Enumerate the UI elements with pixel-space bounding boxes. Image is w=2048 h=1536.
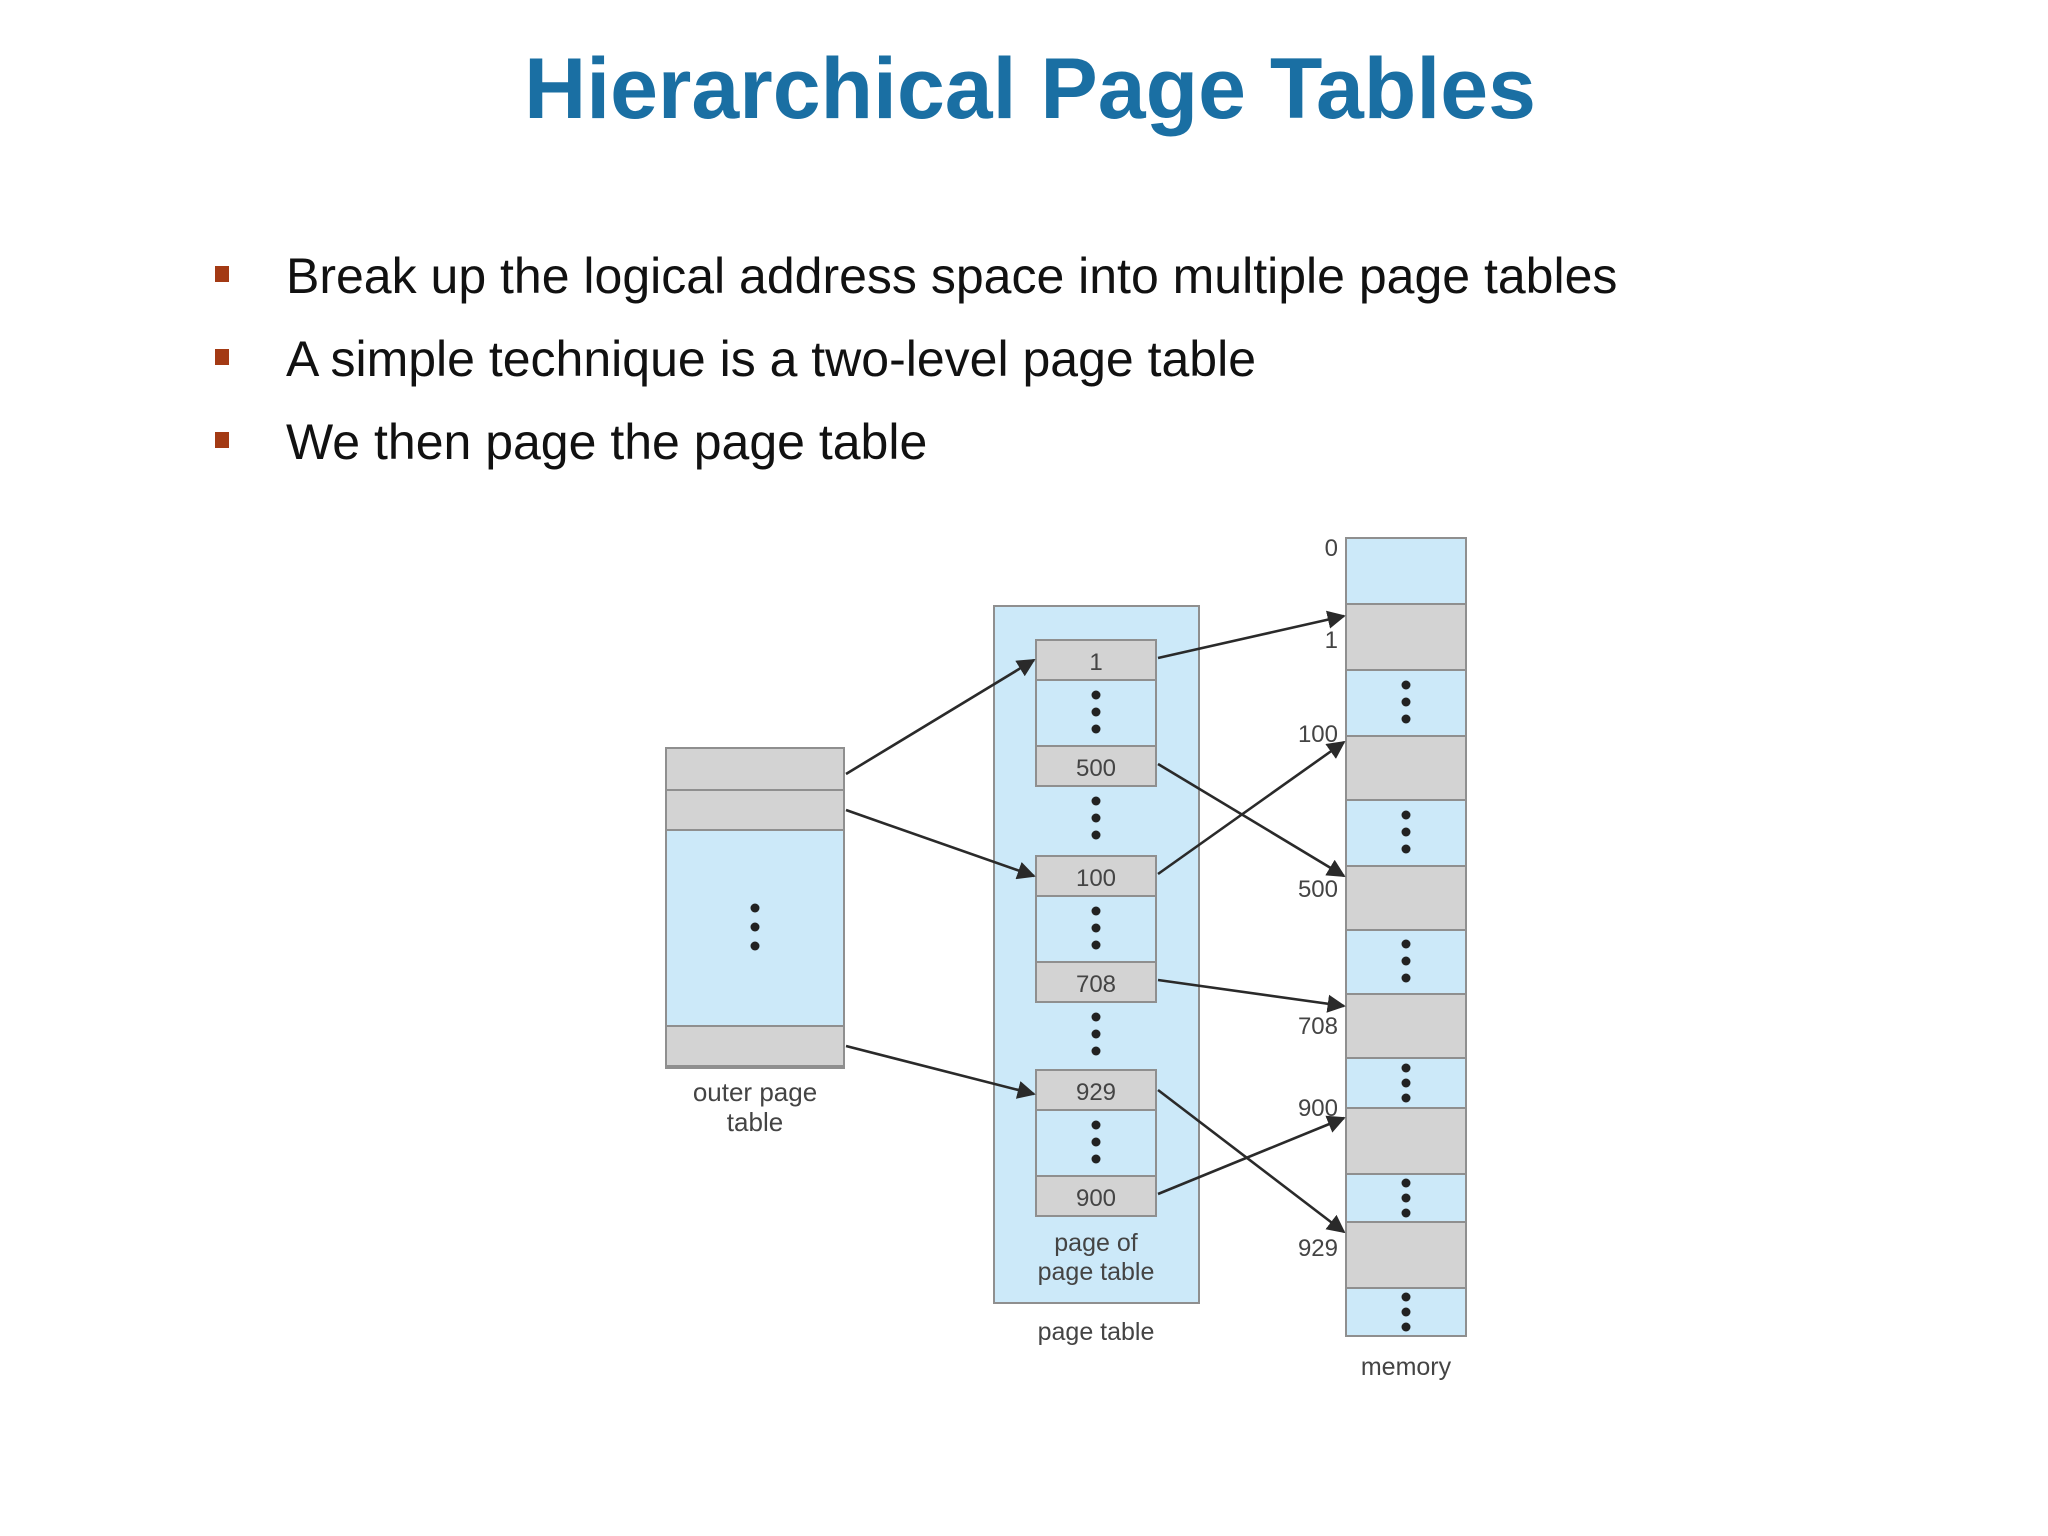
arrow-929-to-frame-929: [1157, 1088, 1346, 1234]
bullet-text: We then page the page table: [286, 414, 928, 470]
memory-frame-1: [1345, 603, 1467, 671]
outer-entry-2: [665, 789, 845, 831]
arrow-outer-to-page2: [845, 808, 1036, 880]
bullet-item: A simple technique is a two-level page t…: [208, 329, 1617, 412]
arrow-500-to-frame-500: [1157, 762, 1346, 878]
bullet-list: Break up the logical address space into …: [208, 246, 1617, 495]
inner-entry-value: 100: [1076, 865, 1116, 892]
outer-page-table-label-line2: table: [727, 1107, 783, 1137]
inner-entry-value: 1: [1089, 649, 1102, 676]
arrow-outer-to-page3: [845, 1044, 1036, 1099]
ellipsis-icon: [1401, 1178, 1411, 1218]
ellipsis-icon: [1091, 796, 1101, 840]
arrow-900-to-frame-900: [1157, 1115, 1346, 1196]
arrow-outer-to-page1: [845, 658, 1036, 776]
inner-page-3: [1035, 1069, 1157, 1217]
memory-frame-label: 100: [1298, 721, 1338, 748]
bullet-item: We then page the page table: [208, 412, 1617, 495]
bullet-text: Break up the logical address space into …: [286, 248, 1618, 304]
arrow-100-to-frame-100: [1157, 740, 1346, 876]
memory-frame-label: 0: [1325, 535, 1338, 562]
memory-frame-708: [1345, 993, 1467, 1059]
memory-label: memory: [1361, 1353, 1452, 1381]
memory-column: [1345, 537, 1467, 1337]
arrow-1-to-frame-1: [1157, 610, 1346, 660]
memory-frame-label: 500: [1298, 876, 1338, 903]
bullet-square-icon: [215, 432, 229, 448]
arrow-708-to-frame-708: [1157, 978, 1346, 1013]
ellipsis-icon: [1401, 939, 1411, 983]
bullet-item: Break up the logical address space into …: [208, 246, 1617, 329]
ellipsis-icon: [1091, 1120, 1101, 1164]
memory-frame-900: [1345, 1107, 1467, 1175]
bullet-square-icon: [215, 266, 229, 282]
arrows: [845, 610, 1346, 1234]
memory-frame-label: 1: [1325, 627, 1338, 654]
inner-page-2: [1035, 855, 1157, 1003]
outer-page-table: [665, 747, 845, 1069]
memory-frame-label: 929: [1298, 1235, 1338, 1262]
slide-title: Hierarchical Page Tables: [524, 41, 1536, 137]
bullet-text: A simple technique is a two-level page t…: [286, 331, 1257, 387]
memory-frame-label: 900: [1298, 1095, 1338, 1122]
outer-entry-last: [665, 1025, 845, 1067]
page-of-page-table-label-line1: page of: [1054, 1229, 1137, 1257]
bullet-square-icon: [215, 349, 229, 365]
memory-frame-100: [1345, 735, 1467, 801]
ellipsis-icon: [1091, 690, 1101, 734]
memory-frame-label: 708: [1298, 1013, 1338, 1040]
inner-entry-value: 929: [1076, 1079, 1116, 1106]
memory-frame-500: [1345, 865, 1467, 931]
ellipsis-icon: [1401, 810, 1411, 854]
ellipsis-icon: [1091, 1012, 1101, 1056]
outer-entry-1: [665, 747, 845, 791]
ellipsis-icon: [1401, 680, 1411, 724]
inner-page-1: [1035, 639, 1157, 787]
ellipsis-icon: [1091, 906, 1101, 950]
memory-frame-929: [1345, 1221, 1467, 1289]
inner-entry-value: 500: [1076, 755, 1116, 782]
ellipsis-icon: [750, 903, 760, 951]
ellipsis-icon: [1401, 1063, 1411, 1103]
inner-entry-value: 708: [1076, 971, 1116, 998]
inner-entry-value: 900: [1076, 1185, 1116, 1212]
ellipsis-icon: [1401, 1292, 1411, 1332]
outer-page-table-label-line1: outer page: [693, 1077, 817, 1107]
page-of-page-table-label-line2: page table: [1038, 1258, 1155, 1286]
page-table-column: [993, 605, 1200, 1304]
page-table-label: page table: [1038, 1318, 1155, 1346]
